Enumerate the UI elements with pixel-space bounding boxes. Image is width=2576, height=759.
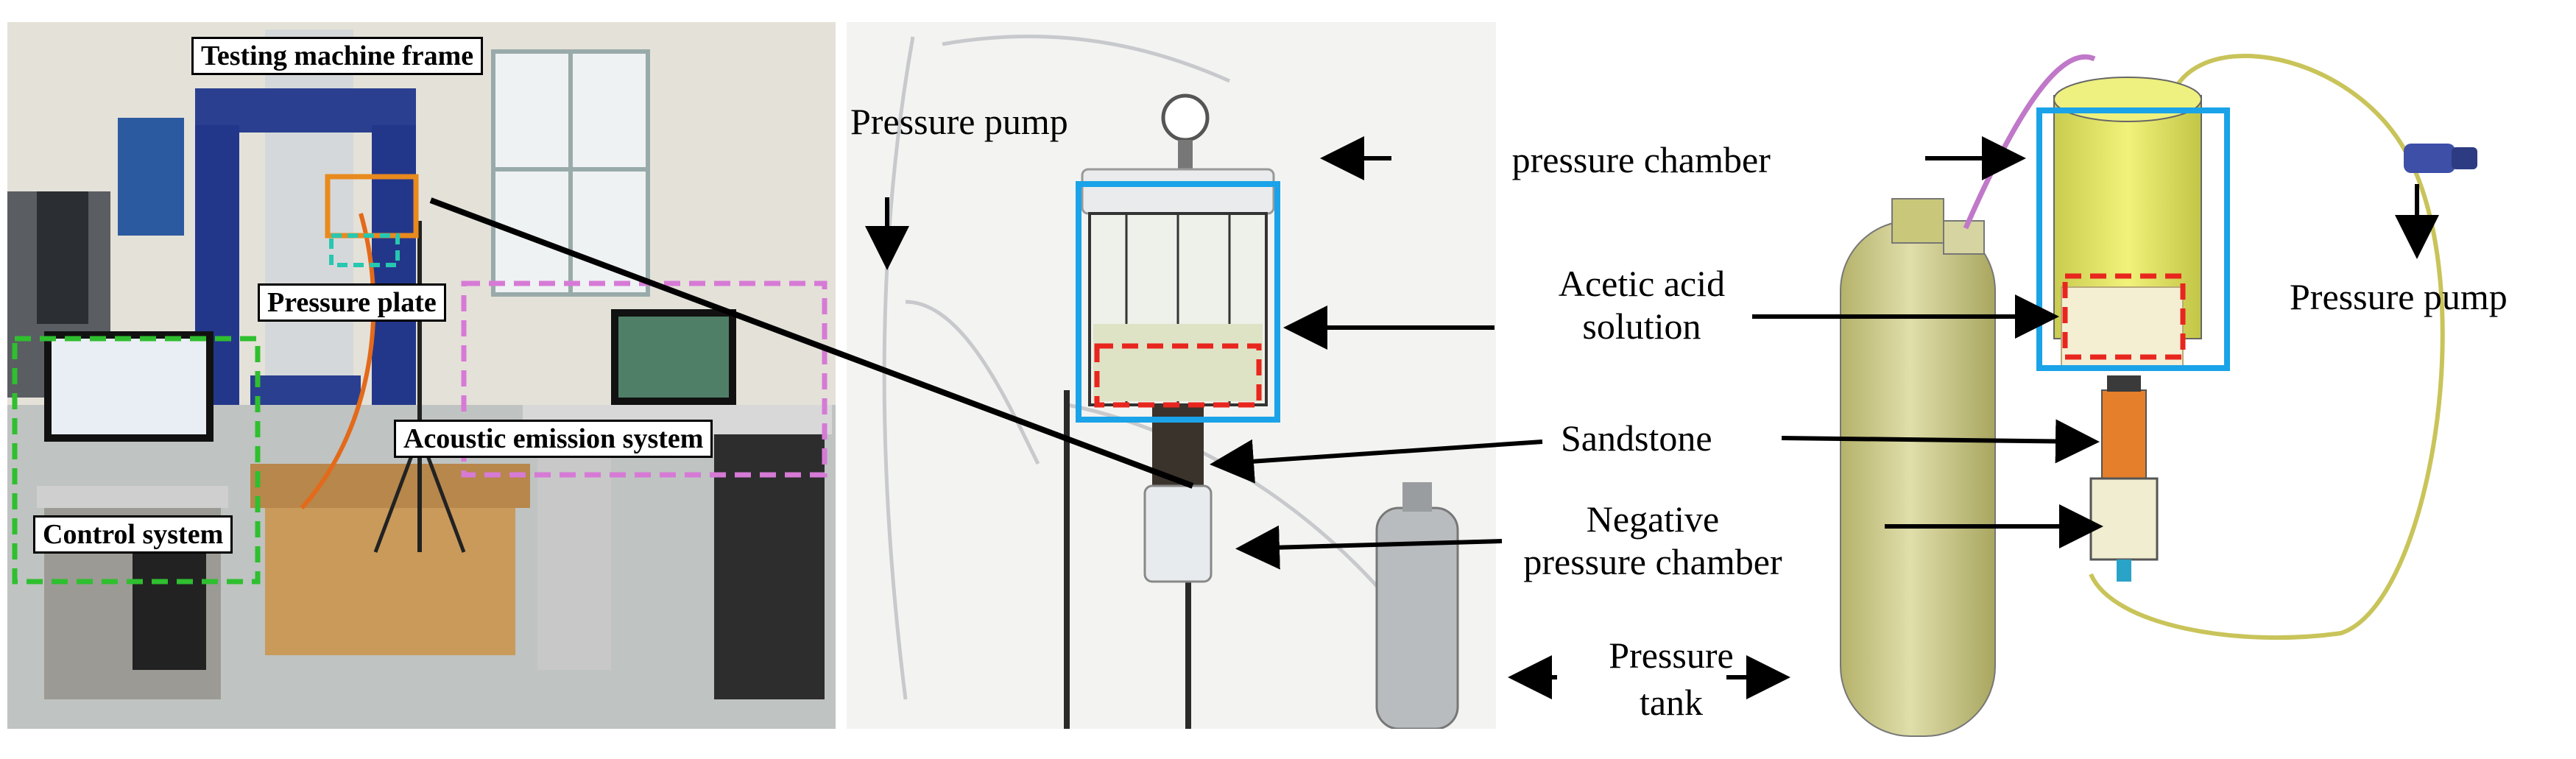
- label-pressure-pump-right: Pressure pump: [2290, 276, 2508, 317]
- positive-chamber-box-photo: [1076, 181, 1280, 423]
- label-pressure-tank: Pressure tank: [1590, 637, 1752, 721]
- panel-apparatus-photo: Pressure pump: [847, 22, 1496, 729]
- acoustic-emission-box: [461, 280, 828, 478]
- label-positive-pressure-chamber: Positive pressure chamber: [1502, 139, 1771, 180]
- negative-line-1: Negative: [1586, 498, 1720, 540]
- label-pressure-pump-left: Pressure pump: [850, 101, 1068, 142]
- acetic-acid-line-2: solution: [1582, 306, 1701, 347]
- label-pressure-plate: Pressure plate: [258, 283, 446, 322]
- sandstone-shape: [2101, 389, 2147, 479]
- apparatus-photo-illustration: [847, 22, 1496, 729]
- panel-schematic: Positive pressure chamber Acetic acid so…: [1502, 0, 2576, 759]
- control-system-box: [12, 336, 261, 585]
- acetic-acid-line-1: Acetic acid: [1558, 263, 1726, 304]
- negative-line-2: pressure chamber: [1523, 541, 1782, 582]
- label-acoustic-emission-system: Acoustic emission system: [394, 420, 713, 458]
- label-testing-machine-frame: Testing machine frame: [191, 37, 484, 75]
- positive-chamber-box: [2036, 107, 2230, 371]
- acid-solution-box-photo: [1094, 343, 1262, 408]
- label-sandstone: Sandstone: [1561, 417, 1712, 459]
- label-control-system: Control system: [33, 515, 233, 554]
- acid-solution-box: [2062, 273, 2186, 360]
- plate-to-sandstone-line: [429, 197, 1194, 489]
- schematic-illustration: [1840, 54, 2477, 737]
- pressure-tank-line-2: tank: [1639, 682, 1704, 723]
- label-negative-pressure-chamber: Negative pressure chamber: [1502, 501, 1807, 580]
- label-acetic-acid-solution: Acetic acid solution: [1531, 265, 1752, 345]
- lab-photo-illustration: [7, 22, 836, 729]
- pressure-tank-line-1: Pressure: [1609, 635, 1734, 676]
- panel-lab-photo: Testing machine frame Pressure plate Aco…: [7, 22, 836, 729]
